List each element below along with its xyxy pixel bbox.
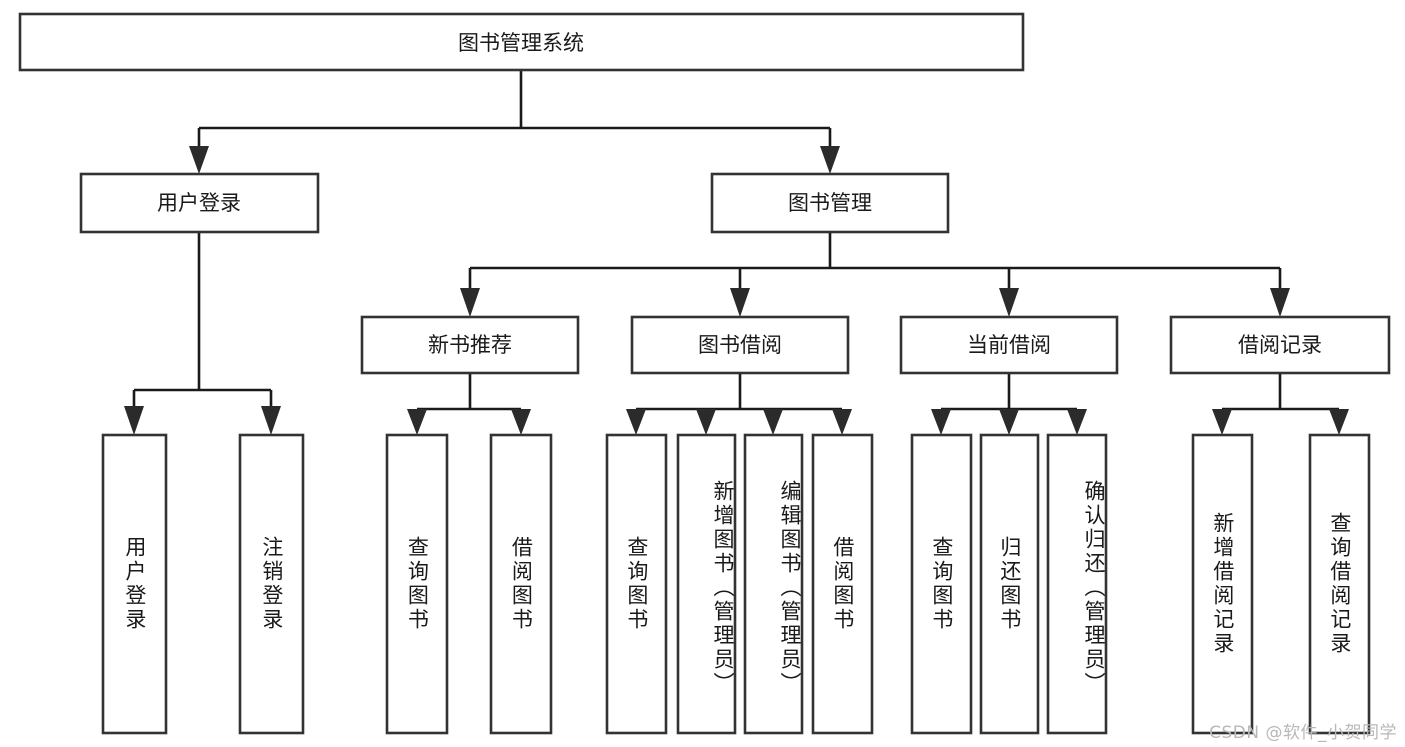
arrow-to-borrow-record — [1270, 288, 1290, 317]
node-new-book-recommend-label: 新书推荐 — [428, 333, 512, 357]
arrow-to-leaf-borrow-book-1 — [511, 409, 531, 435]
node-book-manage-box[interactable] — [710, 172, 950, 234]
connectors-root-to-level2 — [189, 70, 840, 174]
leaf-borrow-book-1-box[interactable] — [489, 433, 553, 735]
leaf-edit-book-box[interactable] — [743, 433, 804, 735]
arrow-to-leaf-query-book-3 — [931, 409, 951, 435]
connectors-book-manage-to-level3 — [460, 232, 1290, 317]
leaf-add-book-box[interactable] — [676, 433, 737, 735]
leaf-query-book-1-box[interactable] — [385, 433, 449, 735]
arrow-to-leaf-add-record — [1212, 409, 1232, 435]
node-user-login[interactable]: 用户登录 — [79, 172, 320, 234]
csdn-watermark: CSDN @软件_小贺同学 — [1209, 723, 1397, 743]
leaf-logout-login-box[interactable] — [238, 433, 305, 735]
arrow-to-user-login — [189, 146, 209, 174]
connectors-current-borrow-to-leaves — [931, 373, 1087, 435]
arrow-to-leaf-add-book — [696, 409, 716, 435]
node-root-label: 图书管理系统 — [458, 31, 584, 55]
node-current-borrow-box[interactable] — [899, 315, 1119, 375]
connectors-book-borrow-to-leaves — [626, 373, 852, 435]
arrow-to-leaf-query-book-1 — [407, 409, 427, 435]
node-root[interactable]: 图书管理系统 — [18, 12, 1025, 72]
leaf-add-record-box[interactable] — [1191, 433, 1254, 735]
arrow-to-leaf-return-book — [999, 409, 1019, 435]
connectors-borrow-record-to-leaves — [1212, 373, 1349, 435]
connectors-new-book-to-leaves — [407, 373, 531, 435]
node-current-borrow[interactable]: 当前借阅 — [899, 315, 1119, 375]
arrow-to-current-borrow — [999, 288, 1019, 317]
node-borrow-record-label: 借阅记录 — [1238, 333, 1322, 357]
node-book-borrow[interactable]: 图书借阅 — [630, 315, 850, 375]
leaf-user-login-box[interactable] — [101, 433, 168, 735]
node-book-borrow-box[interactable] — [630, 315, 850, 375]
leaf-query-record-box[interactable] — [1308, 433, 1371, 735]
arrow-to-leaf-query-record — [1329, 409, 1349, 435]
node-new-book-recommend[interactable]: 新书推荐 — [360, 315, 580, 375]
node-user-login-label: 用户登录 — [157, 191, 241, 215]
arrow-to-new-book — [460, 288, 480, 317]
node-book-borrow-label: 图书借阅 — [698, 333, 782, 357]
arrow-to-leaf-borrow-book-2 — [832, 409, 852, 435]
node-new-book-recommend-box[interactable] — [360, 315, 580, 375]
arrow-to-leaf-query-book-2 — [626, 409, 646, 435]
arrow-to-book-borrow — [730, 288, 750, 317]
leaf-query-book-2-box[interactable] — [605, 433, 668, 735]
connectors-user-login-to-leaves — [124, 232, 281, 435]
leaf-return-book-box[interactable] — [979, 433, 1040, 735]
arrow-to-leaf-user-login — [124, 406, 144, 435]
node-borrow-record-box[interactable] — [1169, 315, 1391, 375]
leaf-confirm-return-box[interactable] — [1046, 433, 1108, 735]
arrow-to-book-manage — [820, 146, 840, 174]
node-current-borrow-label: 当前借阅 — [967, 333, 1051, 357]
node-user-login-box[interactable] — [79, 172, 320, 234]
node-book-manage-label: 图书管理 — [788, 191, 872, 215]
leaf-borrow-book-2-box[interactable] — [811, 433, 874, 735]
node-root-box[interactable] — [18, 12, 1025, 72]
node-book-manage[interactable]: 图书管理 — [710, 172, 950, 234]
arrow-to-leaf-logout — [261, 406, 281, 435]
leaf-boxes — [101, 433, 1371, 735]
arrow-to-leaf-confirm-return — [1067, 409, 1087, 435]
node-borrow-record[interactable]: 借阅记录 — [1169, 315, 1391, 375]
leaf-query-book-3-box[interactable] — [910, 433, 973, 735]
arrow-to-leaf-edit-book — [763, 409, 783, 435]
